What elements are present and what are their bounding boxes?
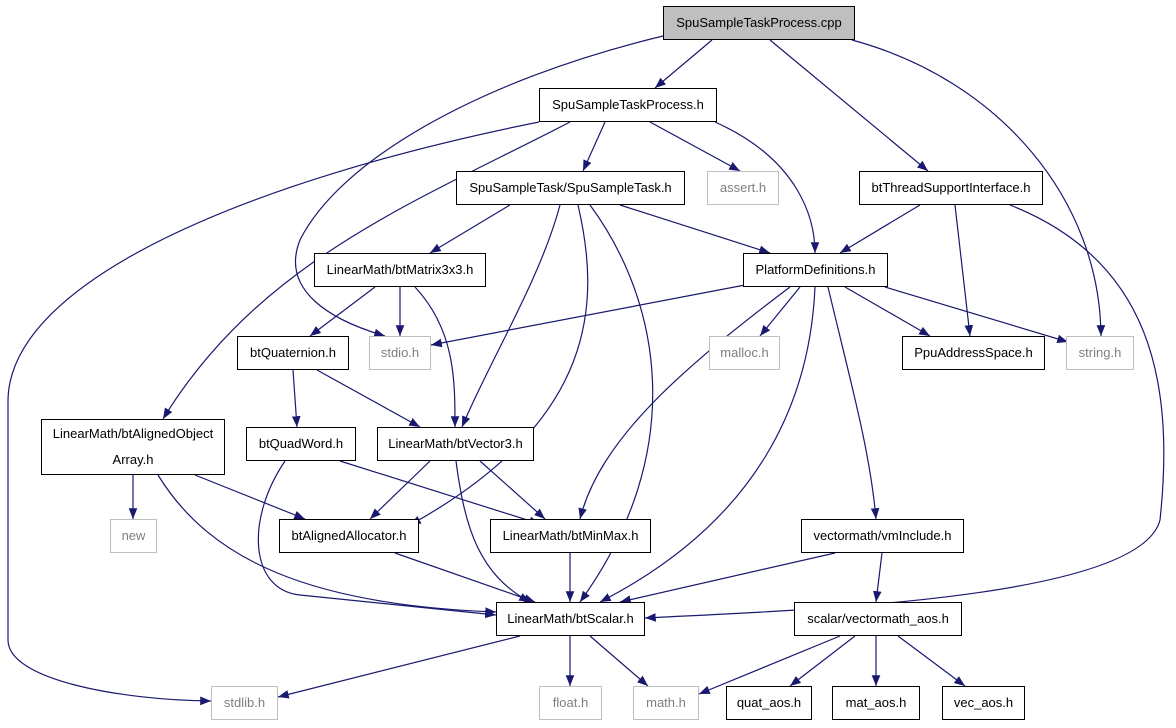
edge-platform-to-vm-include-h xyxy=(827,286,880,520)
edge-bt-aligned-object-array-to-bt-scalar-h xyxy=(157,474,497,616)
edge-bt-aligned-allocator-to-bt-scalar-h xyxy=(394,552,536,603)
edge-vectormath-aos-to-math-h xyxy=(698,635,841,695)
edge-platform-to-string-h xyxy=(884,286,1069,344)
edge-bt-thread-to-ppu-address-space-h xyxy=(954,204,974,337)
edge-spu-task-h-to-bt-vector3-h xyxy=(461,204,561,428)
node-bt-aligned-allocator-h[interactable]: btAlignedAllocator.h xyxy=(279,519,419,553)
edge-vm-include-to-vectormath-aos-h xyxy=(873,552,883,603)
node-bt-matrix3x3-h[interactable]: LinearMath/btMatrix3x3.h xyxy=(314,253,486,287)
edge-platform-to-stdio-h xyxy=(430,284,746,348)
edge-spu-task-h-to-bt-matrix3x3-h xyxy=(429,204,511,254)
edge-bt-vector3-to-bt-scalar-h xyxy=(455,460,531,603)
edge-bt-thread-to-bt-scalar-h xyxy=(644,204,1165,622)
edge-vectormath-aos-to-vec-aos-h xyxy=(897,635,966,687)
node-quat-aos-h[interactable]: quat_aos.h xyxy=(726,686,812,720)
node-bt-aligned-object-array-h-line2: Array.h xyxy=(112,452,154,467)
node-bt-aligned-object-array-h-line1: LinearMath/btAlignedObject xyxy=(52,426,214,441)
node-bt-scalar-h[interactable]: LinearMath/btScalar.h xyxy=(496,602,645,636)
node-spu-sample-task-process-h[interactable]: SpuSampleTaskProcess.h xyxy=(539,88,717,122)
edge-bt-quaternion-to-bt-quad-word-h xyxy=(291,369,301,428)
node-malloc-h[interactable]: malloc.h xyxy=(709,336,780,370)
edge-platform-to-malloc-h xyxy=(759,286,801,337)
node-float-h[interactable]: float.h xyxy=(539,686,602,720)
node-bt-min-max-h[interactable]: LinearMath/btMinMax.h xyxy=(490,519,651,553)
edge-spu-process-h-to-spu-task-h xyxy=(582,121,606,172)
node-vectormath-aos-h[interactable]: scalar/vectormath_aos.h xyxy=(794,602,962,636)
edge-bt-vector3-to-bt-min-max-h xyxy=(479,460,546,520)
node-platform-definitions-h[interactable]: PlatformDefinitions.h xyxy=(743,253,888,287)
edge-bt-quad-word-to-bt-scalar-h xyxy=(257,460,497,619)
edge-platform-to-bt-scalar-h xyxy=(599,286,816,603)
node-vec-aos-h[interactable]: vec_aos.h xyxy=(942,686,1025,720)
node-bt-thread-support-interface-h[interactable]: btThreadSupportInterface.h xyxy=(859,171,1043,205)
edge-vm-include-to-bt-scalar-h xyxy=(619,552,836,604)
node-mat-aos-h[interactable]: mat_aos.h xyxy=(832,686,920,720)
node-math-h[interactable]: math.h xyxy=(633,686,699,720)
edge-bt-scalar-to-stdlib-h xyxy=(277,635,521,699)
edge-vectormath-aos-to-quat-aos-h xyxy=(789,635,856,687)
node-string-h[interactable]: string.h xyxy=(1066,336,1134,370)
edge-bt-quaternion-to-bt-vector3-h xyxy=(316,369,421,428)
edge-bt-aligned-object-array-to-bt-aligned-allocator-h xyxy=(194,474,306,520)
edge-root-to-bt-thread-support-interface-h xyxy=(769,39,929,172)
node-spu-sample-task-h[interactable]: SpuSampleTask/SpuSampleTask.h xyxy=(456,171,685,205)
edge-spu-process-h-to-platform-definitions-h xyxy=(714,121,820,254)
edge-spu-task-h-to-platform-definitions-h xyxy=(619,204,771,254)
edge-bt-quad-word-to-bt-min-max-h xyxy=(339,460,541,525)
node-bt-quaternion-h[interactable]: btQuaternion.h xyxy=(237,336,349,370)
node-root-cpp[interactable]: SpuSampleTaskProcess.cpp xyxy=(663,6,855,40)
node-stdio-h[interactable]: stdio.h xyxy=(369,336,431,370)
edge-spu-task-h-to-bt-aligned-allocator-h xyxy=(409,204,589,526)
node-stdlib-h[interactable]: stdlib.h xyxy=(211,686,278,720)
node-bt-aligned-object-array-h[interactable]: LinearMath/btAlignedObject Array.h xyxy=(41,419,225,475)
edge-spu-process-h-to-assert-h xyxy=(649,121,741,172)
edge-spu-process-h-to-stdlib-h xyxy=(7,121,540,706)
node-bt-vector3-h[interactable]: LinearMath/btVector3.h xyxy=(377,427,534,461)
edge-bt-matrix3x3-to-bt-vector3-h xyxy=(414,286,460,428)
edge-root-to-spu-sample-task-process-h xyxy=(654,39,713,89)
node-assert-h[interactable]: assert.h xyxy=(707,171,779,205)
edge-bt-thread-to-platform-definitions-h xyxy=(839,204,921,254)
node-ppu-address-space-h[interactable]: PpuAddressSpace.h xyxy=(902,336,1045,370)
node-new[interactable]: new xyxy=(110,519,157,553)
node-bt-quad-word-h[interactable]: btQuadWord.h xyxy=(246,427,356,461)
edge-platform-to-ppu-address-space-h xyxy=(844,286,931,337)
edge-platform-to-bt-min-max-h xyxy=(578,286,791,520)
edge-bt-vector3-to-bt-aligned-allocator-h xyxy=(369,460,431,520)
edge-spu-process-h-to-bt-aligned-object-array-h xyxy=(162,121,571,420)
edge-bt-matrix3x3-to-bt-quaternion-h xyxy=(309,286,376,337)
edge-root-to-stdio-h xyxy=(294,35,664,338)
edge-bt-scalar-to-math-h xyxy=(589,635,649,687)
edge-root-to-string-h xyxy=(851,39,1106,337)
node-vm-include-h[interactable]: vectormath/vmInclude.h xyxy=(801,519,964,553)
